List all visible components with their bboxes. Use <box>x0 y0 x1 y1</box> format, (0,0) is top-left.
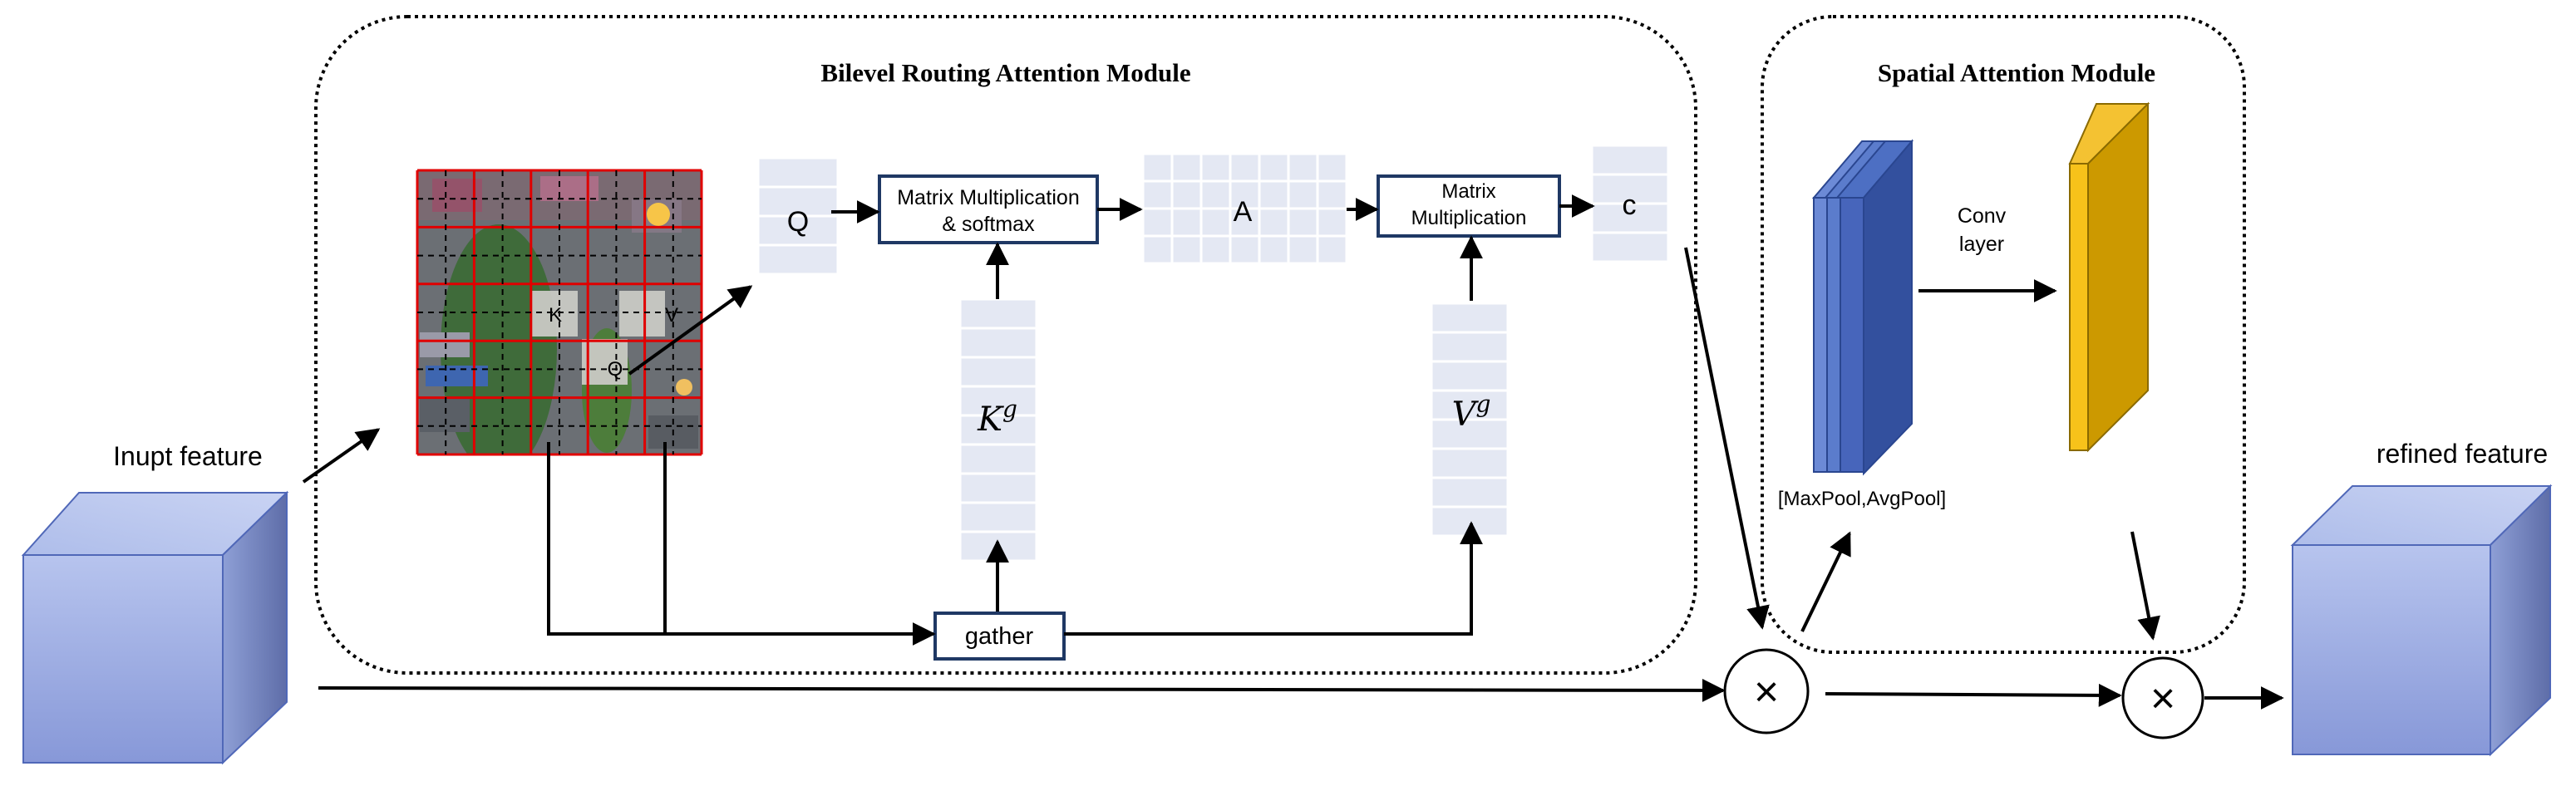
a-matrix-cell <box>1258 152 1290 183</box>
a-matrix-cell <box>1170 207 1203 238</box>
multiply-node-1-symbol: × <box>1754 668 1779 716</box>
attention-map-slab <box>2068 101 2150 453</box>
a-matrix-cell <box>1229 152 1261 183</box>
a-matrix-cell <box>1229 207 1261 238</box>
arrow-multiply1-to-multiply2 <box>1825 683 2122 707</box>
a-matrix-cell <box>1316 179 1348 210</box>
vg-label: Vg <box>1452 391 1491 434</box>
kg-token-cell <box>958 501 1038 533</box>
refined-feature-label: refined feature <box>2377 439 2548 469</box>
arrow-attention-to-multiply <box>2130 531 2160 641</box>
matmul-box <box>1377 174 1561 238</box>
q-label: Q <box>787 206 809 238</box>
input-feature-cube <box>21 490 289 765</box>
q-token-cell <box>756 214 840 247</box>
a-matrix-cell <box>1170 179 1203 210</box>
a-matrix-cell <box>1199 207 1232 238</box>
grid-k-label: K <box>549 304 562 327</box>
vg-token-cell <box>1430 331 1510 363</box>
kg-label: Kg <box>977 395 1017 439</box>
conv-label-line1: Conv <box>1958 204 2007 228</box>
kg-token-stack <box>958 297 1038 562</box>
line-k-down <box>547 442 936 646</box>
a-matrix-cell <box>1316 152 1348 183</box>
c-token-cell <box>1590 231 1670 263</box>
a-matrix-cell <box>1170 152 1203 183</box>
vg-token-cell <box>1430 360 1510 392</box>
a-matrix-cell <box>1229 234 1261 265</box>
a-matrix-cell <box>1141 179 1174 210</box>
matmul-softmax-label-line1: Matrix Multiplication <box>897 186 1080 209</box>
a-matrix-cell <box>1287 152 1319 183</box>
a-matrix-cell <box>1258 179 1290 210</box>
a-matrix-cell <box>1316 207 1348 238</box>
kg-token-cell <box>958 327 1038 359</box>
kg-token-cell <box>958 385 1038 417</box>
a-matrix-cell <box>1141 207 1174 238</box>
connectors <box>302 194 2284 710</box>
sam-module-title: Spatial Attention Module <box>1878 58 2155 87</box>
arrow-q-token-to-stack <box>628 285 753 376</box>
q-token-stack <box>756 156 840 276</box>
grid-q-label: Q <box>608 358 623 381</box>
a-matrix-cell <box>1287 207 1319 238</box>
bra-module-border <box>314 15 1697 675</box>
c-token-cell <box>1590 144 1670 176</box>
input-image-grid: K V Q <box>416 169 703 456</box>
matmul-softmax-box <box>878 174 1099 244</box>
a-matrix-cell <box>1141 152 1174 183</box>
kg-token-cell <box>958 297 1038 330</box>
a-label: A <box>1234 196 1253 228</box>
arrow-input-to-image <box>302 428 381 484</box>
vg-token-cell <box>1430 302 1510 334</box>
a-matrix-cell <box>1199 152 1232 183</box>
kg-token-cell <box>958 472 1038 504</box>
a-matrix-cell <box>1258 207 1290 238</box>
arrow-multiply-to-pool <box>1800 531 1851 632</box>
c-label: c <box>1623 189 1637 221</box>
arrow-input-to-multiply <box>318 678 1726 702</box>
arrow-c-to-multiply <box>1684 247 1770 630</box>
input-feature-label: Inupt feature <box>113 441 263 471</box>
pool-label: [MaxPool,AvgPool] <box>1778 488 1946 510</box>
c-token-stack <box>1590 144 1670 263</box>
a-matrix-cell <box>1141 234 1174 265</box>
vg-token-cell <box>1430 476 1510 508</box>
kg-token-cell <box>958 356 1038 388</box>
matmul-label-line1: Matrix <box>1441 180 1495 203</box>
a-matrix-cell <box>1258 234 1290 265</box>
sam-module-border <box>1761 15 2246 654</box>
a-matrix-cell <box>1287 179 1319 210</box>
matmul-softmax-label-line2: & softmax <box>942 213 1035 236</box>
arrow-gather-to-vg <box>1064 521 1483 636</box>
a-matrix-cell <box>1287 234 1319 265</box>
kg-token-cell <box>958 443 1038 475</box>
multiply-node-2-symbol: × <box>2150 675 2175 723</box>
a-matrix-cell <box>1199 234 1232 265</box>
refined-feature-cube <box>2290 484 2553 757</box>
vg-token-cell <box>1430 447 1510 479</box>
multiply-node-2 <box>2121 656 2204 739</box>
matmul-label-line2: Multiplication <box>1411 207 1527 229</box>
q-token-cell <box>756 156 840 189</box>
c-token-cell <box>1590 173 1670 205</box>
bra-module-title: Bilevel Routing Attention Module <box>820 58 1190 87</box>
a-matrix-cell <box>1170 234 1203 265</box>
pooled-feature-slab <box>1811 139 1914 476</box>
a-matrix-cell <box>1316 234 1348 265</box>
grid-v-label: V <box>665 304 678 327</box>
conv-label-line2: layer <box>1959 233 2004 256</box>
a-matrix-cell <box>1199 179 1232 210</box>
attention-matrix-a <box>1141 152 1348 265</box>
q-token-cell <box>756 243 840 276</box>
gather-label: gather <box>965 623 1034 650</box>
